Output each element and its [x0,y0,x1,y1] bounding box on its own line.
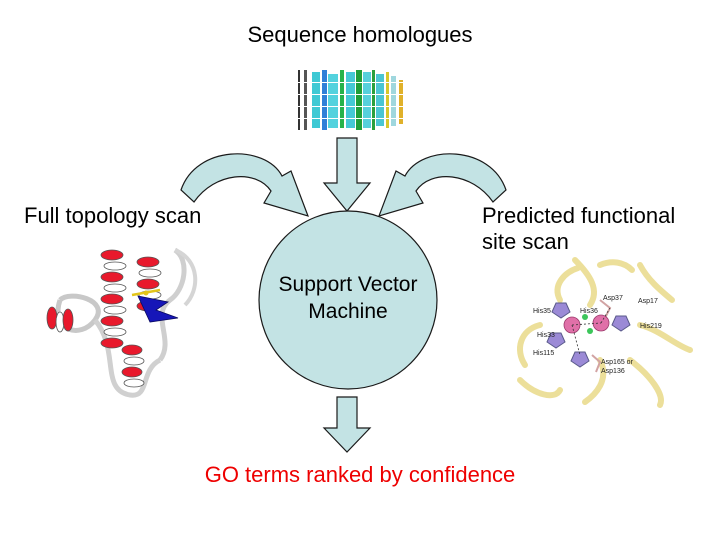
site-label-asp37: Asp37 [603,295,623,302]
sequence-homologues-label: Sequence homologues [247,22,473,47]
svm-label-line1: Support Vector [278,273,418,296]
predicted-site-scan-line2: site scan [482,229,569,254]
active-site-image: Asp37 Asp17 His36 His35 His33 His219 His… [517,257,693,408]
site-label-asp165: Asp165 or [601,359,634,366]
svm-circle [258,210,438,390]
site-label-asp17: Asp17 [638,298,658,305]
full-topology-scan-label: Full topology scan [24,203,202,228]
site-label-his115: His115 [533,350,554,357]
go-terms-label: GO terms ranked by confidence [204,462,516,487]
down-arrow-bottom [322,396,372,453]
predicted-site-scan-line1: Predicted functional [482,203,676,228]
svm-label: Support Vector Machine [253,271,443,325]
protein-ribbon-image [46,247,198,398]
site-label-his36: His36 [580,308,598,315]
sequence-alignment-image [289,68,410,132]
svm-label-line2: Machine [308,300,388,323]
site-label-asp136: Asp136 [601,368,625,375]
curved-arrow-right [378,153,507,217]
site-label-his35: His35 [533,308,551,315]
site-label-his219: His219 [640,323,662,330]
curved-arrow-left [180,153,309,217]
predicted-site-scan-label: Predicted functional site scan [482,203,675,255]
down-arrow-top [322,137,372,212]
site-label-his33: His33 [537,332,555,339]
